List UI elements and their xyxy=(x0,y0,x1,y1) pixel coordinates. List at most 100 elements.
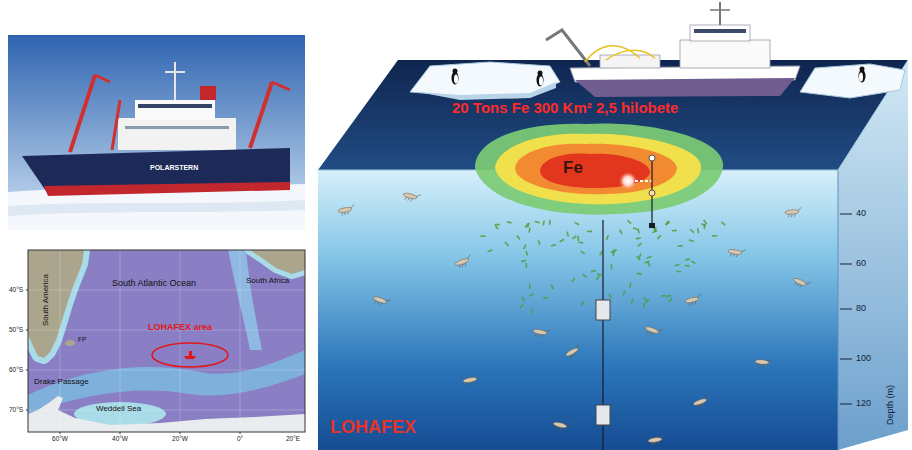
krill-animal xyxy=(372,294,391,308)
phytoplankton-cell xyxy=(620,230,622,234)
depth-ticks xyxy=(840,309,852,310)
krill-animal xyxy=(565,347,579,358)
location-map xyxy=(120,432,121,434)
location-map xyxy=(228,250,262,350)
research-vessel xyxy=(546,30,590,66)
location-map xyxy=(28,290,305,291)
phytoplankton-cell xyxy=(520,305,524,308)
phytoplankton-cell xyxy=(666,222,670,225)
phytoplankton-cell xyxy=(661,295,666,297)
map-label: Weddell Sea xyxy=(96,404,141,413)
krill-animal xyxy=(533,329,548,336)
area-ellipse xyxy=(152,343,228,367)
phytoplankton-cell xyxy=(591,270,596,271)
krill-animal xyxy=(685,296,700,304)
krill-animal xyxy=(684,294,703,307)
longitude-label: 0° xyxy=(237,435,243,442)
phytoplankton-cell xyxy=(505,242,509,245)
phytoplankton-cell xyxy=(643,303,644,308)
map-label: FP xyxy=(78,336,86,343)
location-map xyxy=(28,250,305,432)
ship-photo xyxy=(165,71,185,73)
phytoplankton-cell xyxy=(648,262,650,266)
phytoplankton-cell xyxy=(531,309,532,314)
ocean-block xyxy=(318,60,908,450)
krill-animal xyxy=(462,374,480,386)
phytoplankton-cell xyxy=(521,260,526,261)
depth-ticks xyxy=(840,214,852,404)
latitude-label: 40°S xyxy=(9,286,23,293)
krill-animal xyxy=(340,204,355,215)
krill xyxy=(337,190,810,446)
phytoplankton-cell xyxy=(675,265,680,266)
krill-animal xyxy=(792,275,811,290)
location-map xyxy=(28,370,305,371)
depth-value: 80 xyxy=(856,303,866,313)
phytoplankton-cell xyxy=(488,250,493,251)
penguin xyxy=(859,73,863,82)
ocean-block xyxy=(838,60,908,450)
location-map xyxy=(65,340,75,346)
phytoplankton-cell xyxy=(551,285,553,290)
phytoplankton-cell xyxy=(529,283,531,288)
krill-animal xyxy=(454,255,473,269)
location-map xyxy=(28,250,305,432)
krill-animal xyxy=(788,207,803,217)
krill-animal xyxy=(457,255,473,268)
phytoplankton-cell xyxy=(637,273,642,275)
research-vessel xyxy=(585,46,640,62)
phytoplankton-cell xyxy=(507,222,512,223)
krill-animal xyxy=(567,344,584,359)
krill-animal xyxy=(532,327,550,339)
krill-animal xyxy=(728,249,743,256)
phytoplankton-cell xyxy=(572,236,576,239)
latitude-label: 70°S xyxy=(9,406,23,413)
location-map xyxy=(60,432,61,434)
location-map xyxy=(250,250,305,274)
phytoplankton-cell xyxy=(676,270,681,272)
ship-photo xyxy=(135,100,215,120)
location-map xyxy=(28,250,84,358)
buoy xyxy=(649,155,655,161)
phytoplankton-cell xyxy=(712,235,717,237)
node-label: Fe xyxy=(563,158,583,178)
phytoplankton-cell xyxy=(575,222,579,224)
krill-animal xyxy=(794,277,810,291)
phytoplankton-cell xyxy=(597,273,602,275)
krill-animal xyxy=(695,395,711,408)
phytoplankton-cell xyxy=(645,261,650,263)
krill-animal xyxy=(337,204,355,216)
latitude-label: 60°S xyxy=(9,366,23,373)
ship-icon xyxy=(184,351,196,359)
research-vessel xyxy=(575,78,795,97)
phytoplankton-cell xyxy=(528,223,530,228)
krill-animal xyxy=(564,344,583,360)
research-vessel xyxy=(719,2,721,25)
krill-animal xyxy=(650,435,665,446)
krill-animal xyxy=(375,295,391,308)
phytoplankton-cell xyxy=(646,300,650,303)
phytoplankton-cell xyxy=(644,297,647,301)
phytoplankton-cell xyxy=(704,220,707,224)
phytoplankton-cell xyxy=(581,251,585,254)
krill-animal xyxy=(730,247,745,258)
phytoplankton-cell xyxy=(611,264,613,269)
location-map xyxy=(8,250,305,445)
krill-animal xyxy=(755,359,769,365)
phytoplankton-cell xyxy=(685,265,690,267)
longitude-label: 20°E xyxy=(286,435,300,442)
ship-photo xyxy=(200,86,216,100)
ship-photo xyxy=(118,118,236,150)
phytoplankton-cell xyxy=(542,221,545,226)
phytoplankton-cell xyxy=(623,291,625,296)
release-point xyxy=(619,172,637,190)
phytoplankton-cell xyxy=(560,239,564,241)
phytoplankton-cell xyxy=(672,230,677,232)
phytoplankton-cell xyxy=(685,259,690,260)
depth-value: 60 xyxy=(856,258,866,268)
location-map xyxy=(28,250,305,432)
ocean-block xyxy=(838,170,839,450)
